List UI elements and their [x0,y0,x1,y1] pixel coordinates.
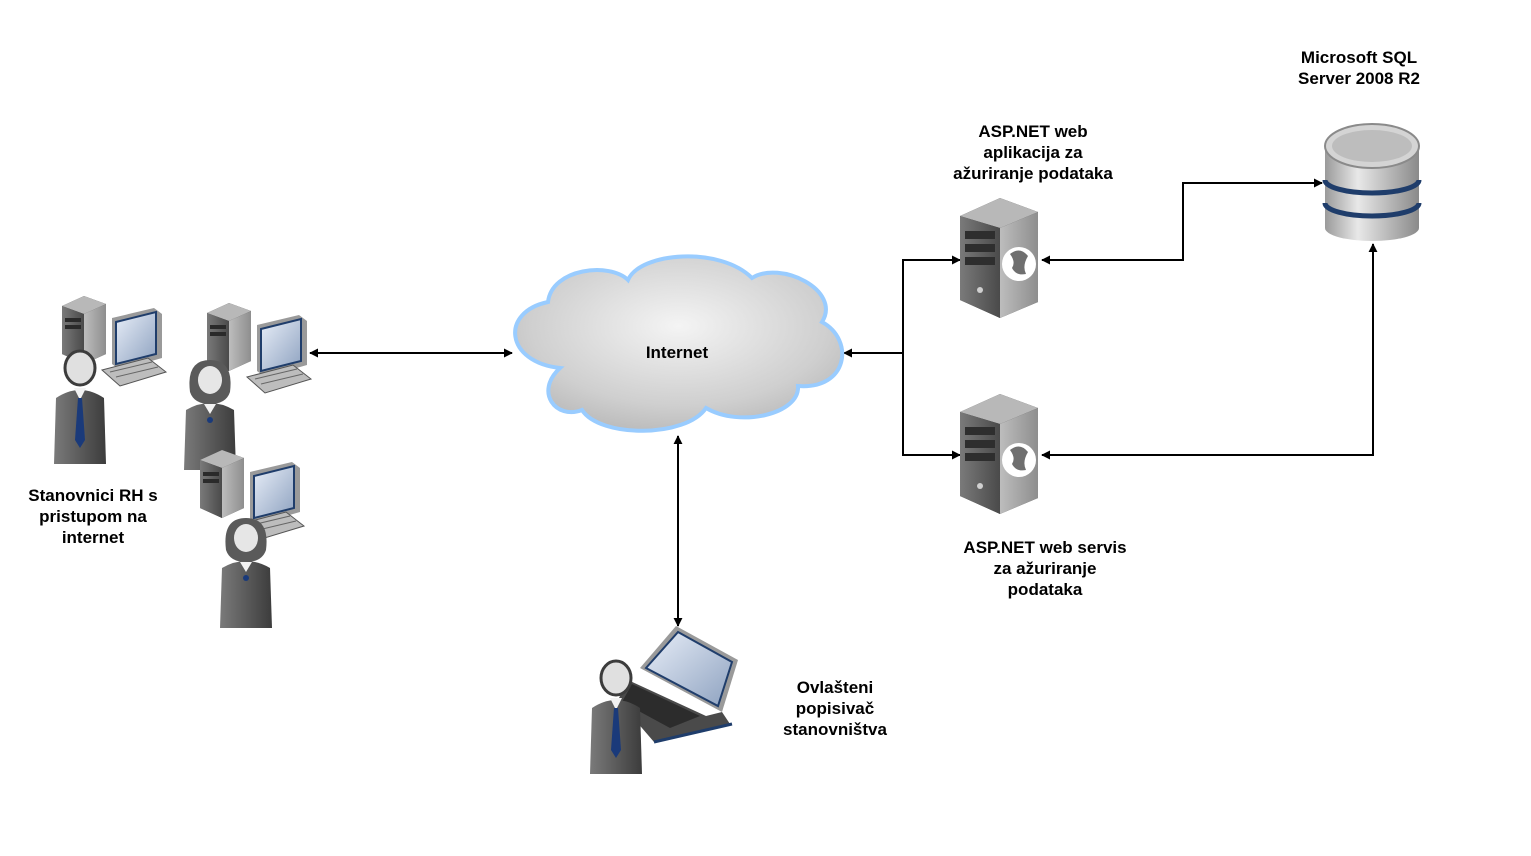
citizen-workstation-3 [199,449,305,628]
web-app-server-icon [960,198,1038,318]
enumerator-person-icon [588,659,644,776]
web-service-label: ASP.NET web servis za ažuriranje podatak… [963,538,1127,599]
enumerator-label: Ovlašteni popisivač stanovništva [783,678,887,739]
connector-webservice-database [1041,243,1378,460]
connector-branch-webservice [902,353,961,460]
citizens-label: Stanovnici RH s pristupom na internet [28,486,158,547]
citizen-workstation-1 [52,295,167,466]
web-app-label: ASP.NET web aplikacija za ažuriranje pod… [953,122,1113,183]
internet-label: Internet [645,343,709,362]
database-icon [1322,123,1422,241]
connector-branch-webapp [902,255,961,353]
connector-webapp-database [1041,178,1323,265]
internet-cloud [513,254,845,433]
database-label: Microsoft SQL Server 2008 R2 [1298,48,1420,88]
citizen-workstation-2 [184,302,312,470]
enumerator-laptop-icon [588,626,738,776]
web-service-server-icon [960,394,1038,514]
